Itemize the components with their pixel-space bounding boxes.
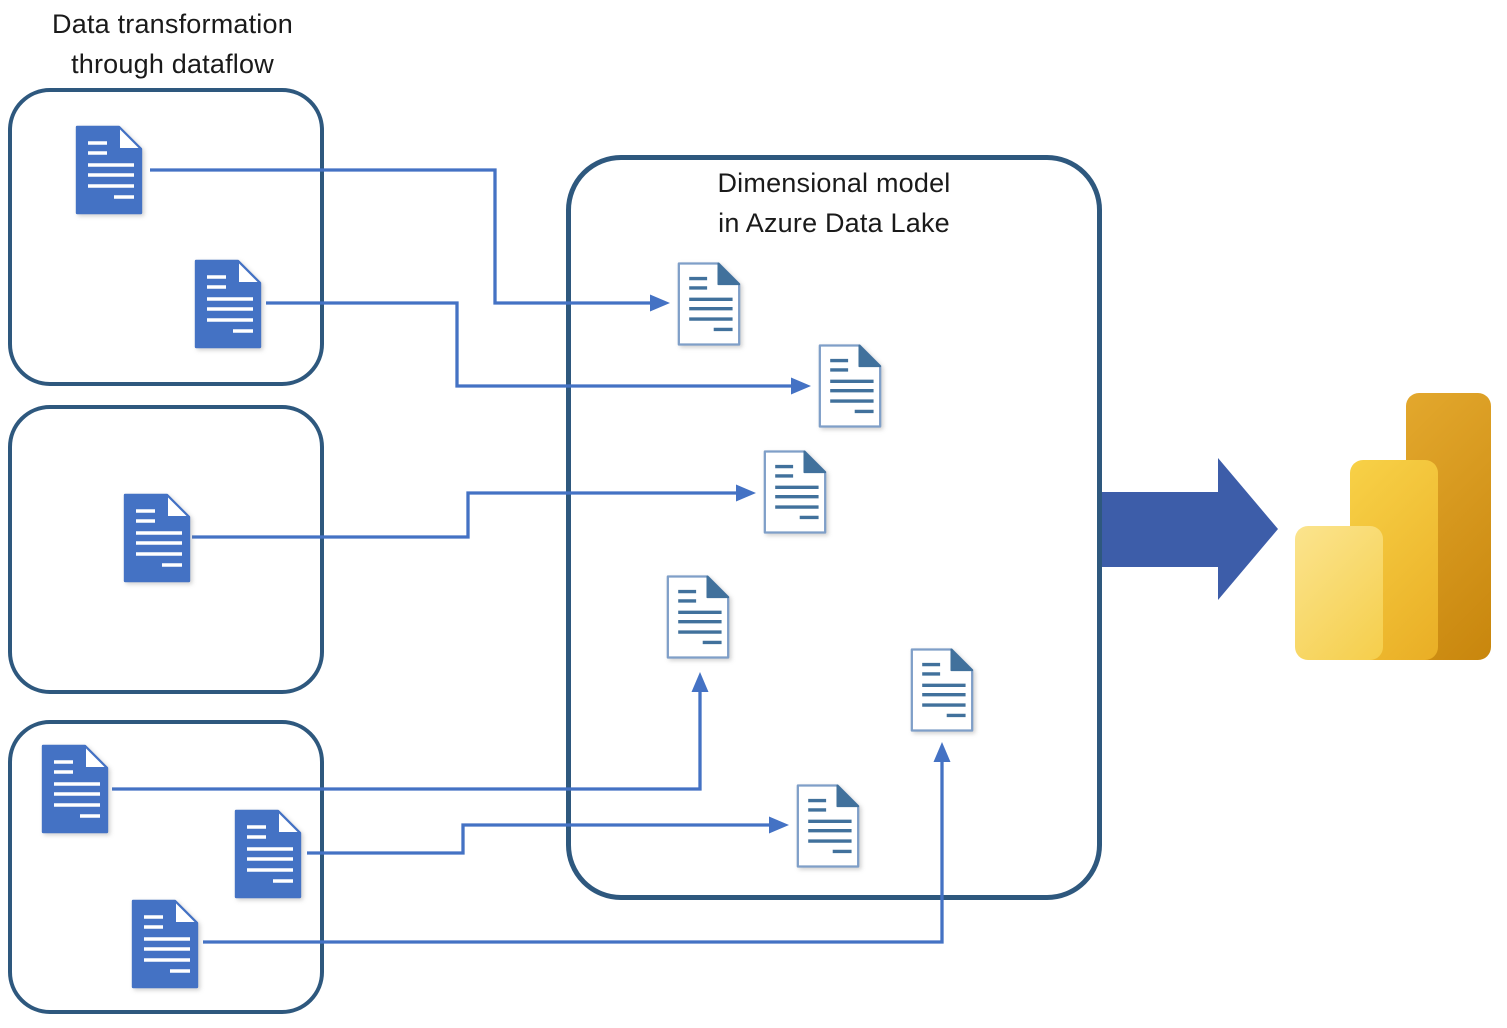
- document-outline-icon: [818, 344, 882, 428]
- power-bi-logo-bar: [1295, 526, 1383, 660]
- dataflow-group-box: [8, 88, 324, 386]
- document-outline-icon: [763, 450, 827, 534]
- document-icon: [194, 259, 262, 349]
- document-outline-icon: [666, 575, 730, 659]
- connector-arrowhead: [736, 484, 756, 502]
- connector-arrowhead: [769, 816, 789, 834]
- connector-arrowhead: [791, 377, 811, 395]
- document-icon: [131, 899, 199, 989]
- document-icon: [123, 493, 191, 583]
- document-icon: [75, 125, 143, 215]
- source-panel-title: Data transformation through dataflow: [52, 9, 293, 79]
- document-outline-icon: [910, 648, 974, 732]
- connector-arrow-line: [203, 760, 944, 944]
- output-arrow-icon: [1102, 458, 1278, 600]
- connector-arrow-line: [307, 823, 771, 855]
- document-outline-icon: [677, 262, 741, 346]
- connector-arrow-line: [192, 491, 738, 539]
- document-icon: [41, 744, 109, 834]
- connector-arrowhead: [933, 742, 951, 762]
- document-icon: [234, 809, 302, 899]
- connector-arrow-line: [266, 301, 793, 388]
- connector-arrow-line: [150, 168, 652, 305]
- connector-arrowhead: [691, 672, 709, 692]
- model-group-box: [566, 155, 1102, 900]
- model-panel-title: Dimensional model in Azure Data Lake: [717, 168, 951, 238]
- connector-arrow-line: [112, 690, 702, 791]
- document-outline-icon: [796, 784, 860, 868]
- connector-arrowhead: [650, 294, 670, 312]
